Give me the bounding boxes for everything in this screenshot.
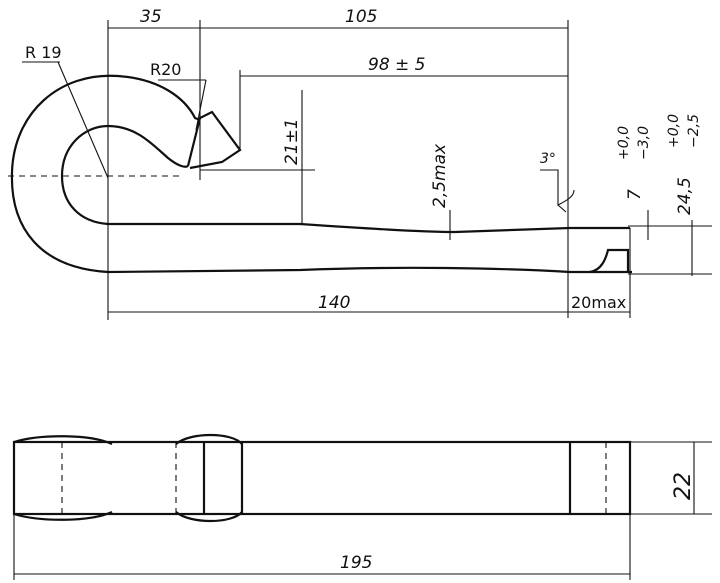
dim-3deg-arc [540, 169, 575, 206]
dim-140-text: 140 [318, 293, 350, 313]
hook-profile-view [8, 20, 712, 320]
dim-245-text: 24,5 [675, 177, 695, 215]
strip-outline [12, 440, 632, 516]
hook-bulge-mid-top [175, 434, 243, 445]
hook-inner-eye [60, 124, 189, 226]
dim-r19-text: R 19 [25, 43, 62, 62]
dim-7-tol-lower: −3,0 [636, 126, 652, 160]
hook-bulge-mid-bottom [175, 511, 243, 522]
hook-bulge-left-top [13, 435, 113, 446]
dim-7-tol-upper: +0,0 [616, 126, 632, 160]
hook-tip [186, 110, 242, 170]
r19-leader [57, 61, 109, 179]
dim-195-text: 195 [340, 553, 372, 573]
dim-21-text: 21±1 [282, 118, 302, 165]
hook-bulge-left-bottom [13, 510, 113, 521]
dim-22-text: 22 [671, 472, 696, 500]
dim-25max-text: 2,5max [430, 143, 450, 208]
dim-98-text: 98 ± 5 [368, 55, 426, 75]
dim-3deg-extend [557, 204, 567, 213]
dim-3deg-text: 3° [540, 151, 556, 167]
shank-end-radius [589, 248, 630, 274]
dim-20max-text: 20max [571, 293, 626, 312]
dim-7-text: 7 [625, 189, 645, 200]
hook-outer-contour [10, 74, 201, 274]
dim-245-tol-lower: −2,5 [686, 114, 702, 148]
shank-bottom-edge [107, 266, 632, 274]
dim-105-text: 105 [345, 7, 377, 27]
strip-side-view [12, 434, 712, 580]
dim-35-text: 35 [140, 7, 162, 27]
r20-leader-diag [195, 79, 207, 131]
dim-r20-text: R20 [150, 60, 181, 79]
dim-245-tol-upper: +0,0 [666, 114, 682, 148]
shank-top-edge [108, 222, 630, 234]
